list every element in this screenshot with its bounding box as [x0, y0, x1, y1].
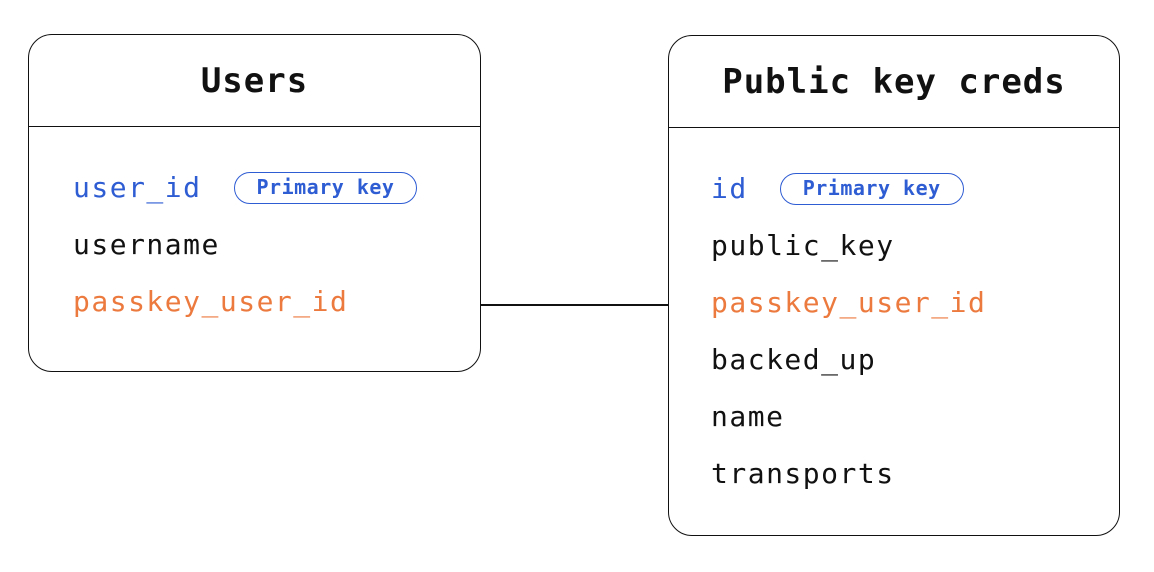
field-row-passkey-user-id: passkey_user_id [711, 274, 1119, 331]
primary-key-badge: Primary key [779, 172, 964, 205]
field-label-passkey-user-id: passkey_user_id [73, 285, 349, 318]
field-row-backed-up: backed_up [711, 331, 1119, 388]
field-row-id: id Primary key [711, 160, 1119, 217]
field-label-backed-up: backed_up [711, 343, 877, 376]
public-key-creds-table: Public key creds id Primary key public_k… [668, 35, 1120, 536]
field-label-transports: transports [711, 457, 895, 490]
field-label-name: name [711, 400, 785, 433]
public-key-creds-table-body: id Primary key public_key passkey_user_i… [669, 128, 1119, 502]
field-label-user-id: user_id [73, 171, 202, 204]
field-label-username: username [73, 228, 220, 261]
users-table-body: user_id Primary key username passkey_use… [29, 127, 480, 330]
users-table: Users user_id Primary key username passk… [28, 34, 481, 372]
field-label-id: id [711, 172, 748, 205]
field-row-public-key: public_key [711, 217, 1119, 274]
field-row-username: username [73, 216, 480, 273]
public-key-creds-table-title: Public key creds [722, 61, 1066, 102]
field-label-public-key: public_key [711, 229, 895, 262]
field-row-transports: transports [711, 445, 1119, 502]
field-row-name: name [711, 388, 1119, 445]
public-key-creds-table-header: Public key creds [669, 36, 1119, 128]
primary-key-badge: Primary key [233, 171, 418, 204]
users-table-header: Users [29, 35, 480, 127]
users-table-title: Users [200, 60, 309, 101]
field-row-user-id: user_id Primary key [73, 159, 480, 216]
field-row-passkey-user-id: passkey_user_id [73, 273, 480, 330]
field-label-passkey-user-id: passkey_user_id [711, 286, 987, 319]
relationship-connector [480, 304, 668, 306]
